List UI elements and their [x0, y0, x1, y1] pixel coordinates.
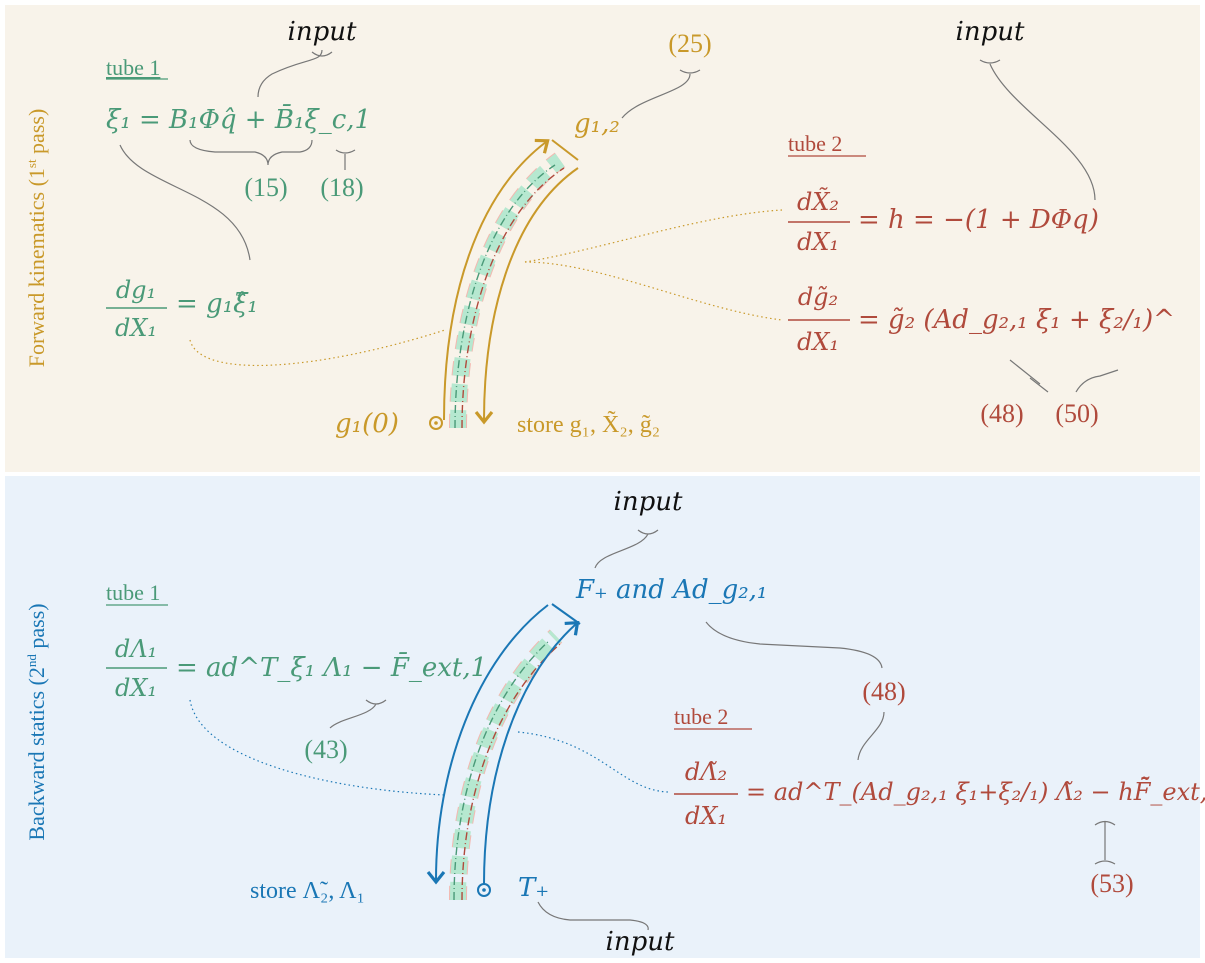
- input-brace-cap: [311, 51, 333, 57]
- forward-tube: [429, 138, 579, 430]
- g1-zero-label: g₁(0): [335, 409, 399, 439]
- backward-tube: [426, 603, 581, 901]
- dl2-rhs: = ad^T_(Ad_g₂,₁ ξ₁+ξ₂/₁) Λ̃₂ − hF̄̃_ext,…: [746, 776, 1205, 806]
- g12-label: g₁,₂: [574, 109, 620, 139]
- dx2-numerator: dX̃₂: [797, 188, 839, 216]
- dl2-denominator: dX₁: [685, 802, 727, 830]
- forward-panel: [5, 5, 1200, 472]
- backward-panel: [5, 476, 1200, 958]
- input-label-top-left: input: [288, 17, 357, 47]
- forward-side-label: Forward kinematics (1st pass): [24, 109, 49, 368]
- dl1-rhs: = ad^T_ξ₁ Λ₁ − F̄_ext,1: [176, 651, 487, 683]
- store-forward-label: store g₁, X̃₂, g̃₂: [517, 410, 660, 438]
- f-plus-label: F₊ and Ad_g₂,₁: [575, 575, 767, 605]
- dg1-rhs: = g₁ξ̂₁: [176, 289, 258, 319]
- ref-15: (15): [244, 173, 287, 202]
- input-label-bottom: input: [606, 927, 675, 957]
- input-label-bottom-top: input: [614, 487, 683, 517]
- ref-48-bottom: (48): [862, 677, 905, 706]
- xi-equation: ξ₁ = B₁Φq̂ + B̄₁ξ_c,1: [106, 103, 371, 135]
- ref-43: (43): [304, 735, 347, 764]
- t-plus-label: T₊: [518, 873, 549, 903]
- dl2-numerator: dΛ̃₂: [685, 758, 727, 786]
- dl1-numerator: dΛ₁: [115, 635, 157, 663]
- dg2-numerator: dg̃₂: [798, 283, 838, 311]
- store-backward-label: store Λ̃₂, Λ₁: [250, 878, 365, 904]
- dg1-denominator: dX₁: [115, 314, 157, 342]
- dg1-numerator: dg₁: [116, 276, 156, 304]
- dx2-denominator: dX₁: [797, 228, 839, 256]
- backward-side-label: Backward statics (2nd pass): [24, 603, 49, 840]
- dg2-denominator: dX₁: [797, 328, 839, 356]
- ref-50: (50): [1055, 399, 1098, 428]
- tube1-label-bottom: tube 1: [106, 580, 160, 605]
- ref-25: (25): [668, 29, 711, 58]
- input-label-top-right: input: [956, 17, 1025, 47]
- ref-18: (18): [320, 173, 363, 202]
- ref-53: (53): [1090, 869, 1133, 898]
- dg2-rhs: = g̃₂ (Ad_g₂,₁ ξ₁ + ξ₂/₁)^: [858, 305, 1175, 335]
- tube2-label-top: tube 2: [788, 131, 842, 156]
- dl1-denominator: dX₁: [115, 674, 157, 702]
- ref-48-top: (48): [980, 399, 1023, 428]
- tube1-label-top: tube 1: [106, 55, 160, 80]
- dx2-rhs: = h = −(1 + DΦq): [858, 205, 1099, 235]
- tube2-label-bottom: tube 2: [674, 704, 728, 729]
